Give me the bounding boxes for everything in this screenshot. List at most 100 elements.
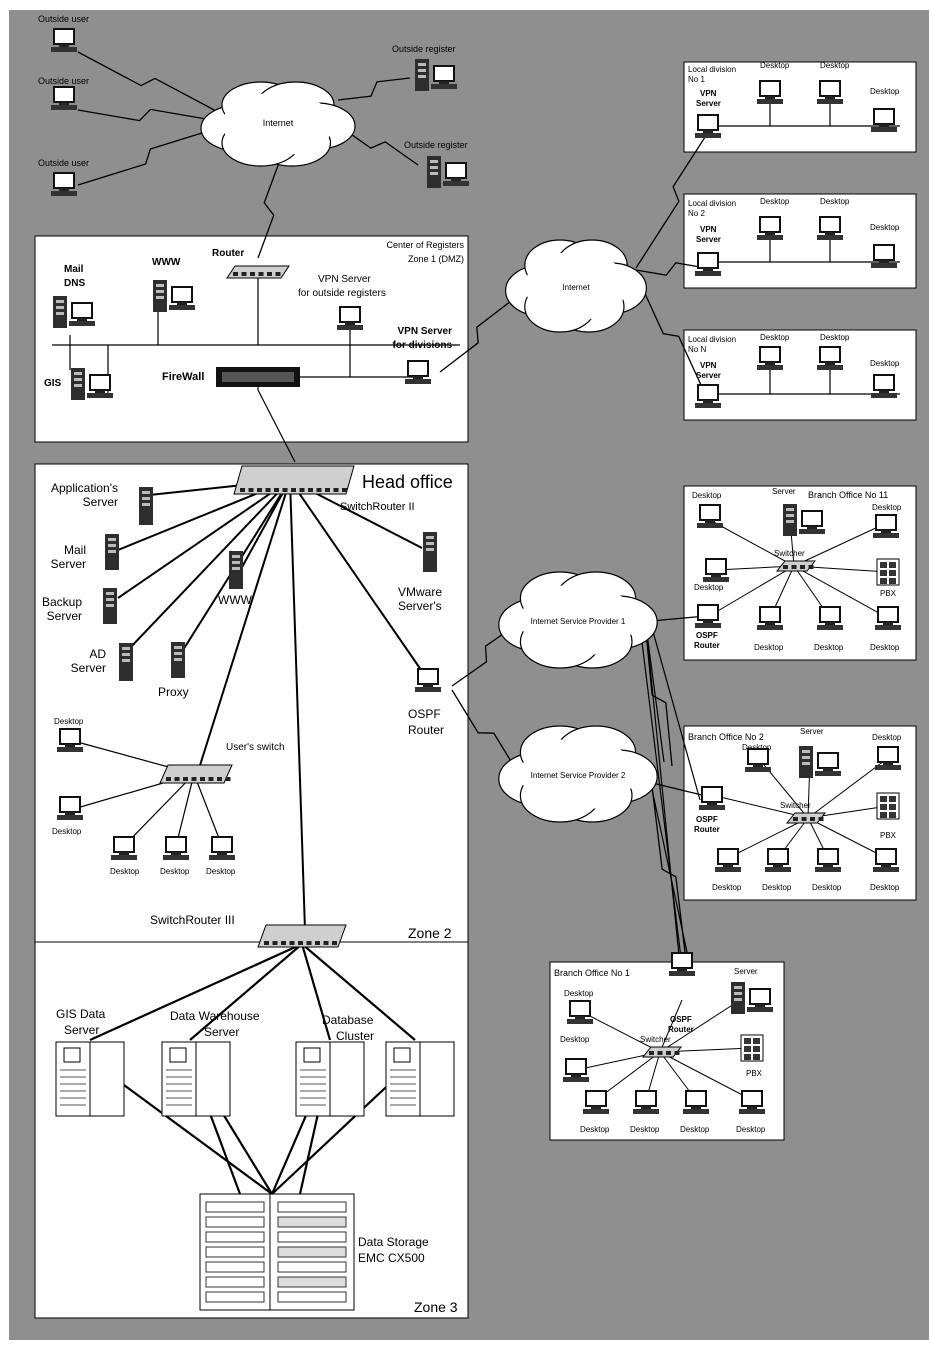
monitor-stand bbox=[451, 178, 461, 181]
monitor-stand bbox=[423, 684, 433, 687]
monitor-screen bbox=[54, 29, 74, 44]
switch-port bbox=[290, 941, 295, 945]
drive-bay bbox=[156, 296, 164, 299]
vmware-server-icon bbox=[423, 532, 437, 572]
outside-register-2-icon bbox=[427, 156, 441, 188]
monitor-stand bbox=[65, 744, 75, 747]
label-mail-server-2: Server bbox=[51, 557, 86, 571]
pbx-icon bbox=[877, 793, 899, 819]
pbx-slot bbox=[753, 1054, 760, 1060]
keyboard bbox=[69, 321, 95, 326]
application-server-icon bbox=[139, 487, 153, 525]
drive-bay bbox=[786, 520, 794, 523]
keyboard bbox=[51, 191, 77, 196]
drive-bay bbox=[786, 514, 794, 517]
drive-bay bbox=[418, 69, 426, 72]
vpn-server-icon bbox=[695, 385, 721, 408]
label-desktop: Desktop bbox=[760, 197, 790, 206]
backup-server-icon bbox=[103, 588, 117, 624]
drive-bay bbox=[108, 538, 116, 541]
label-users-switch: User's switch bbox=[226, 742, 285, 753]
label-desktop: Desktop bbox=[560, 1035, 590, 1044]
monitor-stand bbox=[413, 376, 423, 379]
keyboard bbox=[873, 867, 899, 872]
ospf-router-icon bbox=[669, 953, 695, 976]
keyboard bbox=[163, 855, 189, 860]
switch-port bbox=[307, 941, 312, 945]
label-desktop: Desktop bbox=[820, 197, 850, 206]
monitor-screen bbox=[878, 747, 898, 762]
drive-bay bbox=[122, 647, 130, 650]
label-vmware-2: Server's bbox=[398, 599, 442, 613]
monitor-stand bbox=[703, 130, 713, 133]
label-switchrouter-3: SwitchRouter III bbox=[150, 913, 235, 927]
label-desktop: Desktop bbox=[870, 87, 900, 96]
monitor-stand bbox=[705, 520, 715, 523]
label-ld1-title-1: Local division bbox=[688, 65, 736, 74]
label-pbx: PBX bbox=[880, 831, 897, 840]
monitor-screen bbox=[60, 729, 80, 744]
label-switcher: Switcher bbox=[780, 801, 811, 810]
desktop-icon bbox=[715, 849, 741, 872]
label-vpn-div-1: VPN Server bbox=[398, 326, 453, 337]
server-icon bbox=[731, 982, 745, 1014]
switch-port bbox=[242, 272, 247, 276]
monitor-stand bbox=[345, 322, 355, 325]
keyboard bbox=[715, 867, 741, 872]
label-ad-server-1: AD bbox=[89, 647, 106, 661]
monitor-screen bbox=[818, 753, 838, 768]
monitor-screen bbox=[874, 109, 894, 124]
switch-port bbox=[259, 272, 264, 276]
desktop-icon bbox=[817, 217, 843, 240]
rack-drive bbox=[304, 1048, 320, 1062]
monitor-stand bbox=[773, 864, 783, 867]
pbx-slot bbox=[880, 578, 887, 584]
keyboard bbox=[875, 625, 901, 630]
monitor-screen bbox=[672, 953, 692, 968]
keyboard bbox=[739, 1109, 765, 1114]
label-router-small: Router bbox=[668, 1025, 694, 1034]
vpn-server-icon bbox=[695, 115, 721, 138]
monitor-screen bbox=[698, 253, 718, 268]
switch-port bbox=[283, 488, 288, 492]
desktop-icon bbox=[739, 1091, 765, 1114]
monitor-stand bbox=[755, 1004, 765, 1007]
label-mail-server-1: Mail bbox=[64, 543, 86, 557]
keyboard bbox=[57, 815, 83, 820]
label-dmz-title-1: Center of Registers bbox=[386, 240, 464, 250]
pbx-icon bbox=[877, 559, 899, 585]
storage-shelf bbox=[278, 1277, 346, 1287]
pbx-slot bbox=[889, 812, 896, 818]
database-cluster-server-2-icon bbox=[386, 1042, 454, 1116]
switch-port bbox=[240, 488, 245, 492]
monitor-screen bbox=[418, 669, 438, 684]
label-desktop: Desktop bbox=[206, 867, 236, 876]
desktop-icon bbox=[765, 849, 791, 872]
label-gis-data-1: GIS Data bbox=[56, 1007, 106, 1021]
head-office-zone-panel bbox=[35, 464, 468, 942]
monitor-stand bbox=[807, 526, 817, 529]
pbx-slot bbox=[880, 804, 887, 810]
switch-port bbox=[257, 488, 262, 492]
gis-server-icon bbox=[71, 368, 85, 400]
label-desktop: Desktop bbox=[812, 883, 842, 892]
label-desktop: Desktop bbox=[692, 491, 722, 500]
monitor-screen bbox=[702, 787, 722, 802]
pbx-slot bbox=[744, 1046, 751, 1052]
storage-shelf bbox=[206, 1232, 264, 1242]
label-desktop: Desktop bbox=[820, 61, 850, 70]
label-desktop: Desktop bbox=[110, 867, 140, 876]
label-server: Server bbox=[696, 235, 721, 244]
desktop-icon bbox=[871, 109, 897, 132]
label-server: Server bbox=[696, 371, 721, 380]
desktop-icon bbox=[703, 559, 729, 582]
monitor-screen bbox=[802, 511, 822, 526]
drive-bay bbox=[108, 550, 116, 553]
monitor-stand bbox=[883, 622, 893, 625]
keyboard bbox=[703, 577, 729, 582]
switch-port bbox=[276, 272, 281, 276]
keyboard bbox=[815, 867, 841, 872]
switch-port bbox=[792, 565, 797, 569]
drive-bay bbox=[56, 306, 64, 309]
monitor-screen bbox=[820, 81, 840, 96]
